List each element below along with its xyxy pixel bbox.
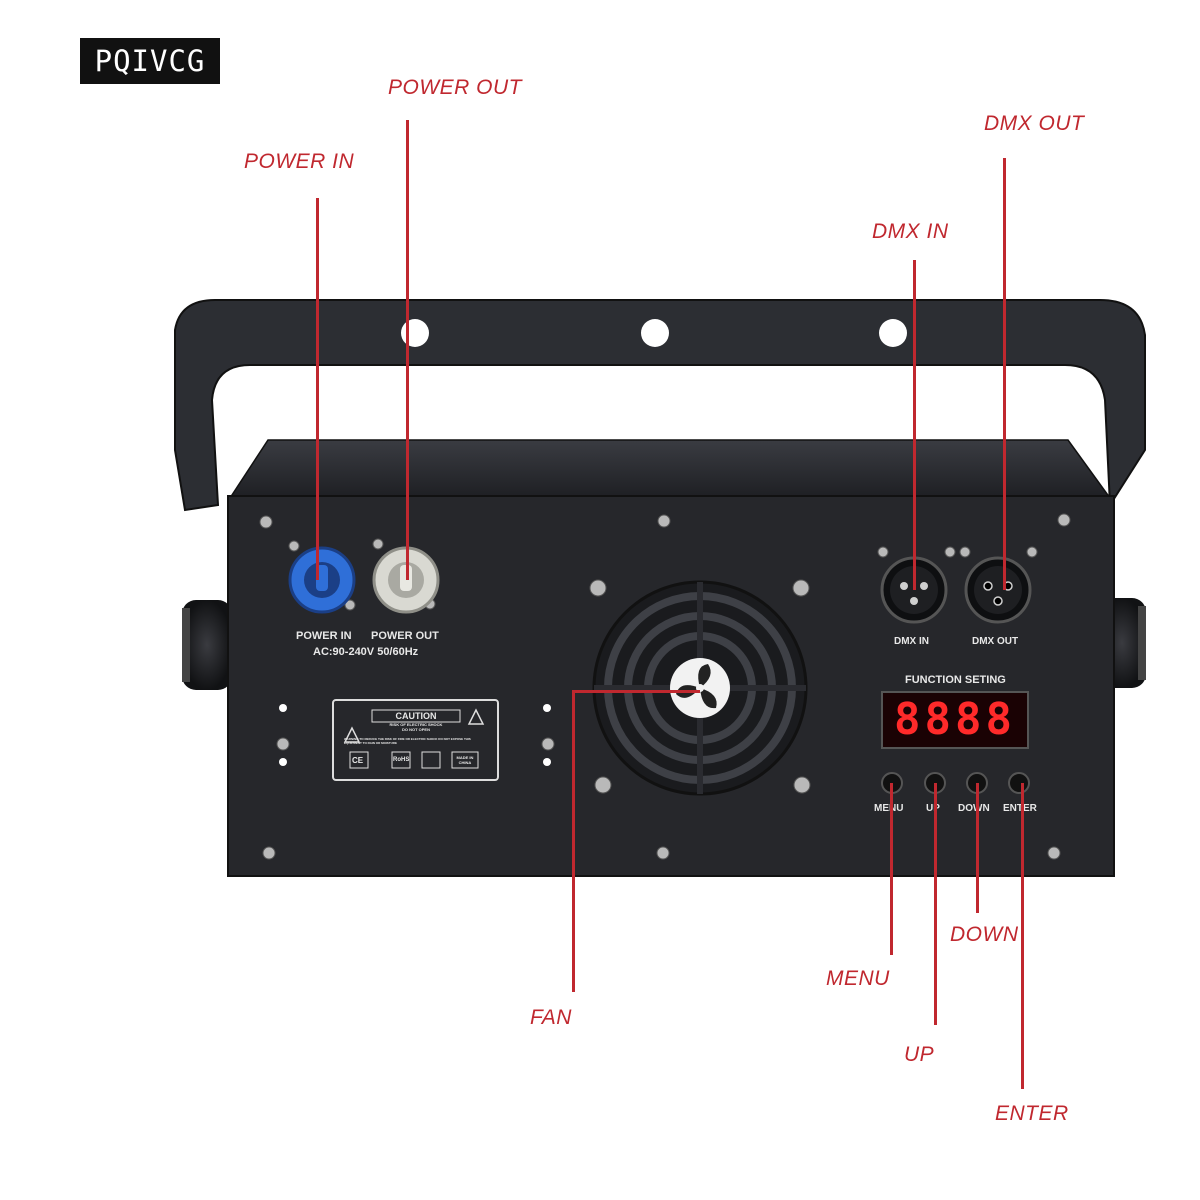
up-button-label: UP (926, 803, 940, 814)
function-setting-title: FUNCTION SETING (905, 674, 1006, 686)
callout-dmx-out: DMX OUT (984, 112, 1085, 135)
power-out-panel-label: POWER OUT (371, 630, 439, 642)
power-in-panel-label: POWER IN (296, 630, 352, 642)
screw-icon (792, 579, 810, 597)
screw-icon (594, 776, 612, 794)
dmx-out-panel-label: DMX OUT (972, 636, 1019, 647)
callout-up: UP (904, 1043, 935, 1066)
side-knob-left (182, 600, 232, 690)
callout-fan: FAN (530, 1006, 572, 1029)
down-button-label: DOWN (958, 803, 990, 814)
screw-icon (262, 846, 276, 860)
dmx-in-panel-label: DMX IN (894, 636, 929, 647)
fan-leader-horizontal (572, 690, 700, 693)
xlr-male-icon (900, 582, 928, 605)
caution-title: CAUTION (395, 711, 437, 721)
led-display (881, 691, 1029, 749)
dmx-out-connector (964, 556, 1032, 624)
callout-power-out: POWER OUT (388, 76, 522, 99)
menu-leader (890, 783, 893, 955)
callout-power-in: POWER IN (244, 150, 355, 173)
callout-dmx-in: DMX IN (872, 220, 949, 243)
up-leader (934, 783, 937, 1025)
power-in-leader (316, 198, 319, 580)
screw-icon (1047, 846, 1061, 860)
power-out-leader (406, 120, 409, 580)
screw-icon (657, 514, 671, 528)
cert-ce: CE (352, 756, 364, 765)
enter-button (1008, 772, 1030, 794)
cert-made-in-china: MADE IN CHINA (456, 755, 474, 765)
screw-icon (793, 776, 811, 794)
callout-down: DOWN (950, 923, 1019, 946)
down-leader (976, 783, 979, 913)
xlr-female-icon (983, 581, 1013, 606)
dmx-in-leader (913, 260, 916, 590)
brand-logo: PQIVCG (80, 38, 220, 84)
fan-grille (592, 580, 808, 796)
screw-icon (656, 846, 670, 860)
voltage-label: AC:90-240V 50/60Hz (313, 646, 419, 658)
warning-triangle-icon (467, 708, 485, 725)
screw-icon (259, 515, 273, 529)
screw-icon (1057, 513, 1071, 527)
enter-button-label: ENTER (1003, 803, 1037, 814)
callout-menu: MENU (826, 967, 890, 990)
dmx-out-leader (1003, 158, 1006, 590)
enter-leader (1021, 783, 1024, 1089)
menu-button-label: MENU (874, 803, 904, 814)
power-in-connector (288, 546, 356, 614)
caution-label (332, 699, 499, 781)
caution-warning: WARNING:TO REDUCE THE RISK OF FIRE OR EL… (344, 737, 471, 745)
dmx-in-connector (880, 556, 948, 624)
fan-leader-vertical (572, 690, 575, 992)
mounting-bracket (174, 299, 1146, 512)
cert-rohs: RoHS (393, 757, 410, 763)
callout-enter: ENTER (995, 1102, 1069, 1125)
caution-line1: RISK OF ELECTRIC SHOCK (389, 722, 443, 727)
warning-triangle-icon (343, 726, 361, 743)
led-display-value: 8888 (894, 694, 1016, 745)
caution-line2: DO NOT OPEN (401, 727, 430, 732)
screw-icon (589, 579, 607, 597)
